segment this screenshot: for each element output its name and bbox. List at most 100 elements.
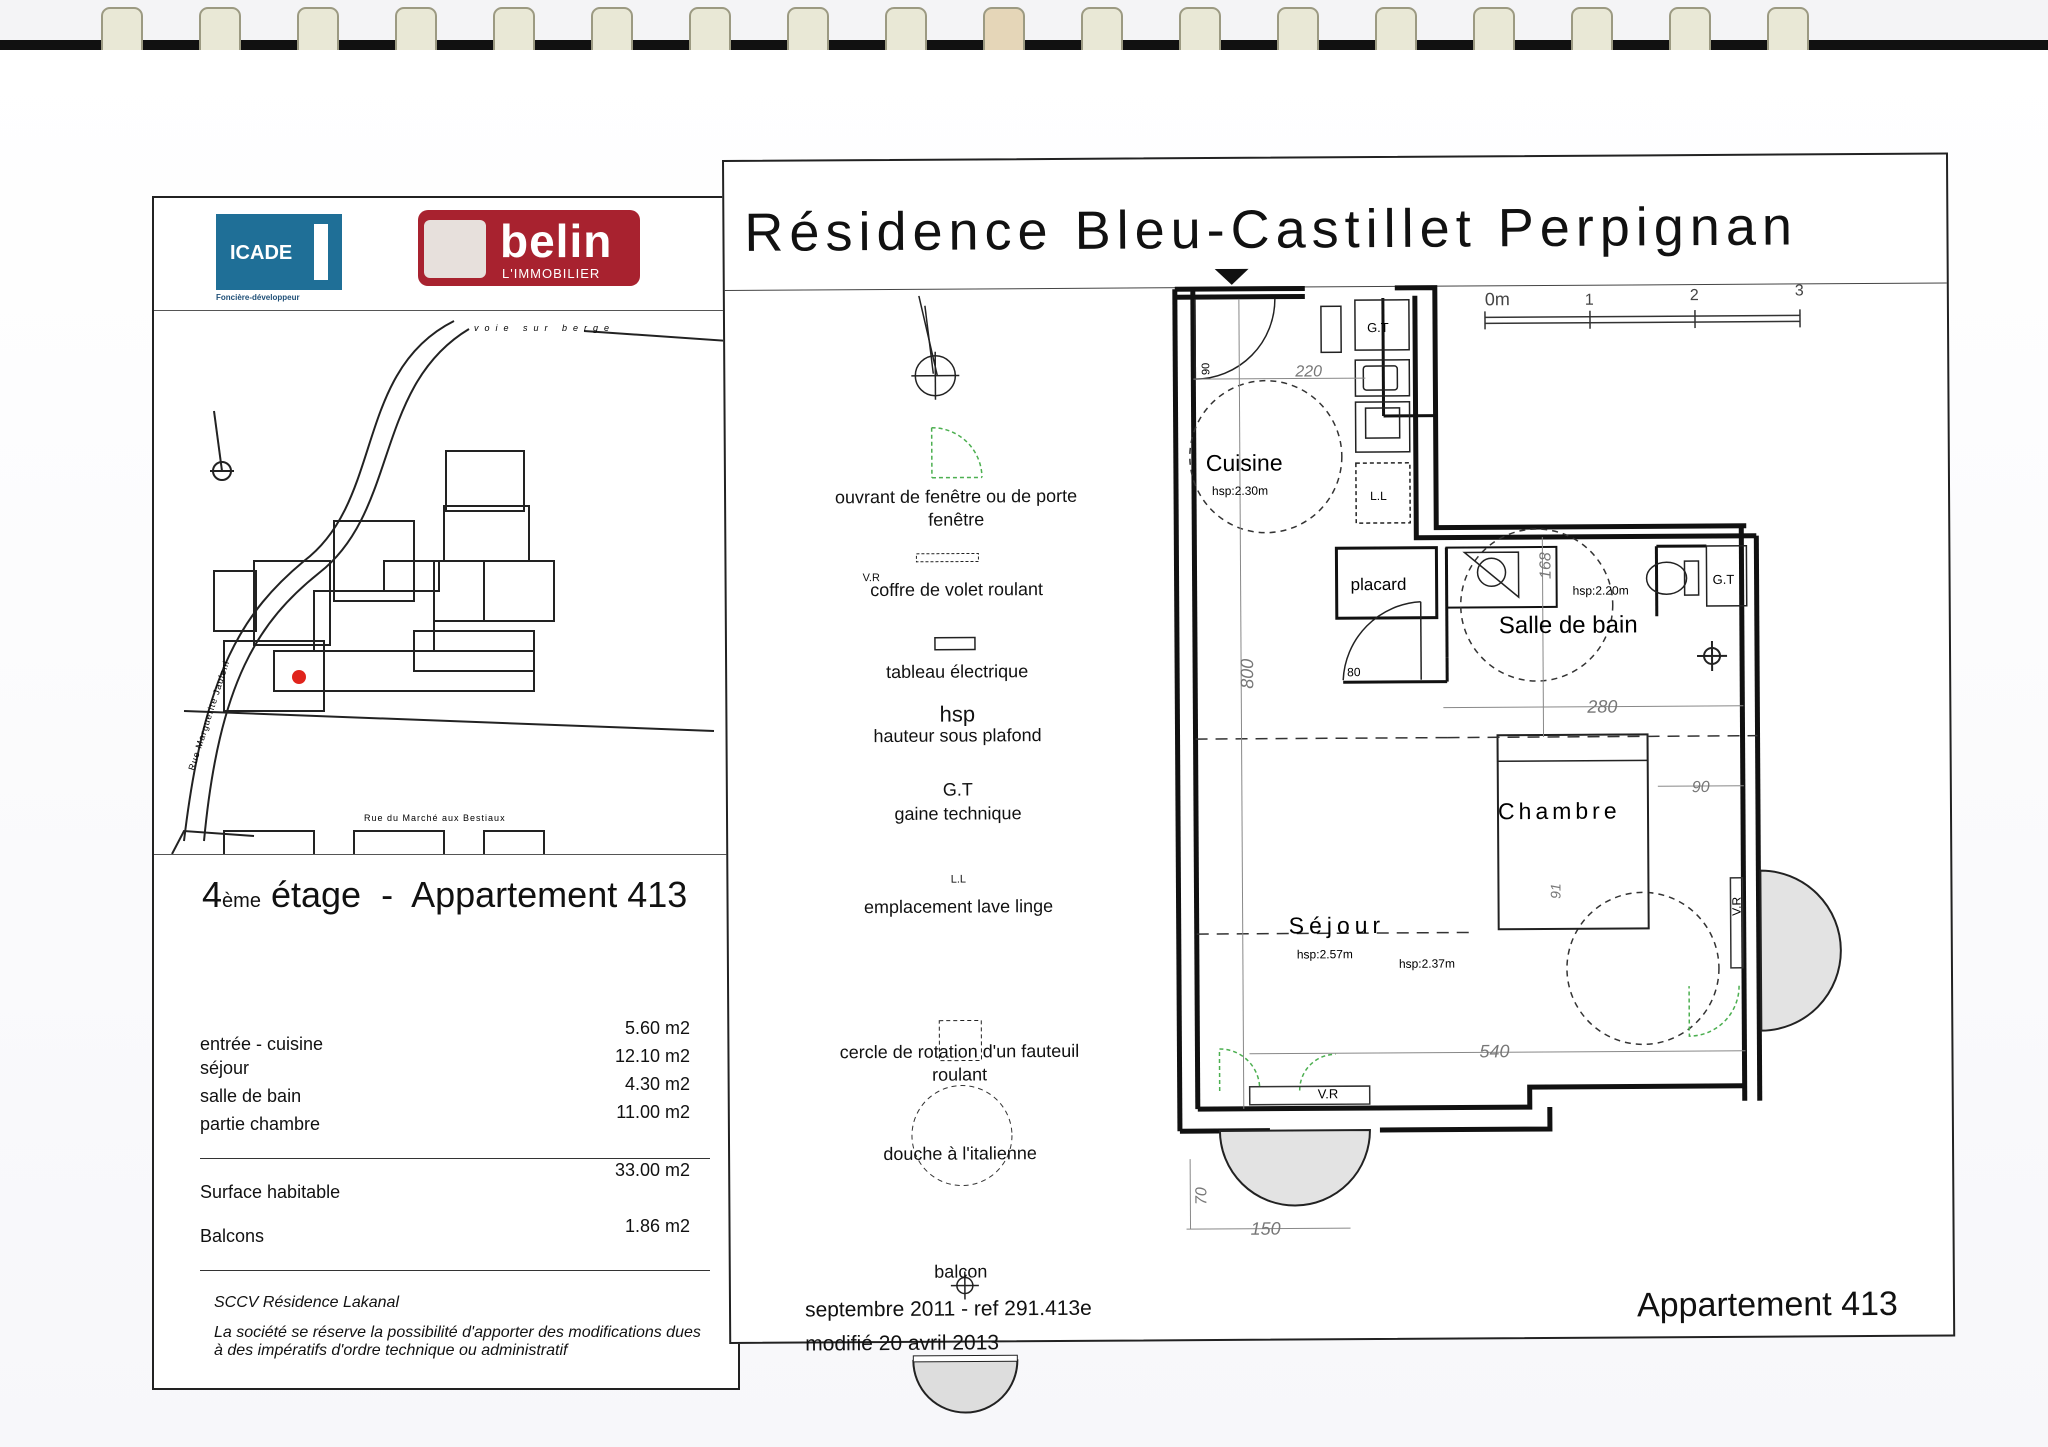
dim-91: 91	[1547, 883, 1563, 899]
total-value: 33.00 m2	[614, 1160, 690, 1180]
area-label: entrée - cuisine	[200, 1034, 324, 1054]
legend-hsp-symbol: hsp	[939, 701, 976, 727]
scale-label: 3	[1795, 282, 1804, 299]
dim-800: 800	[1237, 659, 1257, 689]
area-row: salle de bain 4.30 m2	[200, 1074, 700, 1106]
location-marker-icon	[292, 670, 306, 684]
belin-logo-word: belin	[500, 215, 613, 267]
floor-plan: 0m 1 2 3 Cuisine hsp:2.30m placard hsp:2…	[1172, 268, 1842, 1239]
floor-word: étage	[270, 874, 362, 915]
area-label: salle de bain	[200, 1086, 302, 1106]
room-sejour: Séjour	[1289, 912, 1386, 939]
entrance-arrow-icon	[1214, 268, 1249, 285]
street-top-label: voie sur berge	[474, 323, 615, 333]
vr-label-east: V.R	[1730, 897, 1744, 916]
gt-label-kitchen: G.T	[1367, 320, 1389, 335]
gt-label-bath: G.T	[1713, 572, 1735, 587]
legend-hsp: hauteur sous plafond	[873, 725, 1042, 747]
total-row: Surface habitable 33.00 m2	[200, 1160, 700, 1202]
dim-220: 220	[1294, 363, 1322, 380]
icade-logo: ICADE	[216, 214, 342, 290]
door-90-label: 90	[1200, 363, 1212, 375]
scale-bar	[1484, 309, 1801, 330]
legend-shower: douche à l'italienne	[883, 1143, 1037, 1165]
right-plan-panel: Résidence Bleu-Castillet Perpignan	[722, 152, 1956, 1414]
reference-line-2: modifié 20 avril 2013	[805, 1331, 1000, 1356]
reference-line-1: septembre 2011 - ref 291.413e	[804, 1296, 1092, 1322]
balcony-south	[1218, 1129, 1371, 1207]
floor-number: 4	[202, 874, 223, 915]
dim-280: 280	[1586, 697, 1617, 717]
north-arrow-icon	[210, 410, 234, 481]
belin-glyph-icon	[424, 220, 486, 278]
footer-divider	[200, 1270, 710, 1271]
ll-label: L.L	[1370, 489, 1387, 503]
icade-subtitle: Foncière-développeur	[216, 293, 300, 302]
title-separator: -	[381, 874, 394, 915]
area-row: séjour 12.10 m2	[200, 1046, 700, 1078]
dim-70: 70	[1193, 1187, 1210, 1205]
company-name: SCCV Résidence Lakanal	[214, 1294, 399, 1311]
room-chambre: Chambre	[1498, 798, 1621, 825]
legend-balcony: balcon	[934, 1261, 988, 1282]
legend-wheelchair: cercle de rotation d'un fauteuil roulant	[839, 1040, 1080, 1085]
apartment-title: 4ème étage - Appartement 413	[202, 874, 687, 916]
balcons-row: Balcons 1.86 m2	[200, 1216, 700, 1246]
legend-window: ouvrant de fenêtre ou de porte fenêtre	[834, 485, 1078, 530]
room-placard: placard	[1351, 575, 1407, 594]
salle-hsp: hsp:2.20m	[1573, 583, 1629, 597]
belin-logo: belin L'IMMOBILIER	[418, 210, 640, 286]
wheelchair-circle-icon	[911, 1085, 1013, 1187]
area-value: 5.60 m2	[624, 1018, 690, 1038]
room-cuisine: Cuisine	[1206, 450, 1283, 476]
area-value: 12.10 m2	[614, 1046, 690, 1066]
room-salle-de-bain: Salle de bain	[1499, 611, 1638, 639]
area-value: 11.00 m2	[616, 1102, 690, 1122]
cuisine-hsp: hsp:2.30m	[1212, 484, 1268, 498]
dim-540: 540	[1479, 1041, 1509, 1061]
dim-168: 168	[1537, 552, 1554, 579]
total-divider	[200, 1158, 710, 1159]
dim-90: 90	[1692, 779, 1710, 796]
balcons-value: 1.86 m2	[624, 1216, 690, 1236]
area-value: 4.30 m2	[624, 1074, 690, 1094]
legend-shutter: coffre de volet roulant	[870, 579, 1044, 601]
site-plan-map: voie sur berge Rue du Marché aux Bestiau…	[154, 311, 738, 855]
area-label: partie chambre	[200, 1114, 321, 1134]
street-bottom-label: Rue du Marché aux Bestiaux	[364, 813, 506, 823]
legend-electrical: tableau électrique	[886, 661, 1029, 683]
total-label: Surface habitable	[200, 1182, 341, 1202]
icade-mark-icon	[314, 224, 328, 280]
area-row: entrée - cuisine 5.60 m2	[200, 1018, 700, 1054]
site-plan-drawing: voie sur berge Rue du Marché aux Bestiau…	[171, 320, 730, 854]
legend-gt: gaine technique	[894, 803, 1022, 824]
legend-symbols	[911, 295, 1019, 1414]
residence-title: Résidence Bleu-Castillet Perpignan	[744, 196, 1799, 263]
balcony-icon	[912, 1354, 1019, 1414]
area-label: séjour	[200, 1058, 250, 1078]
door-80-label: 80	[1347, 665, 1361, 679]
scale-label: 0m	[1485, 289, 1510, 309]
reference-block: septembre 2011 - ref 291.413e modifié 20…	[805, 1292, 1092, 1362]
sejour-hsp: hsp:2.57m	[1297, 947, 1353, 961]
street-left-label: Rue Marguerite Jauleni	[186, 659, 231, 772]
bed	[1496, 733, 1650, 931]
logo-header: ICADE Foncière-développeur belin L'IMMOB…	[154, 198, 738, 311]
legend-ll-symbol: L.L	[950, 873, 967, 886]
vr-label-south: V.R	[1318, 1086, 1339, 1101]
legend-gt-symbol: G.T	[942, 779, 973, 800]
balcons-label: Balcons	[200, 1226, 265, 1246]
left-info-panel: ICADE Foncière-développeur belin L'IMMOB…	[152, 196, 740, 1390]
floor-suffix: ème	[222, 890, 261, 912]
icade-logo-text: ICADE	[230, 242, 293, 264]
scale-label: 2	[1690, 287, 1699, 304]
shower-icon	[950, 1271, 979, 1300]
legal-footer: SCCV Résidence Lakanal La société se rés…	[214, 1294, 714, 1360]
shutter-box-icon	[915, 552, 979, 563]
window-opening-icon	[930, 426, 983, 479]
apartment-label-bottom: Appartement 413	[1636, 1284, 1898, 1325]
apartment-name: Appartement 413	[411, 874, 688, 915]
chambre-hsp: hsp:2.37m	[1399, 957, 1455, 971]
compass-icon	[911, 295, 960, 400]
disclaimer-text: La société se réserve la possibilité d'a…	[214, 1324, 701, 1359]
